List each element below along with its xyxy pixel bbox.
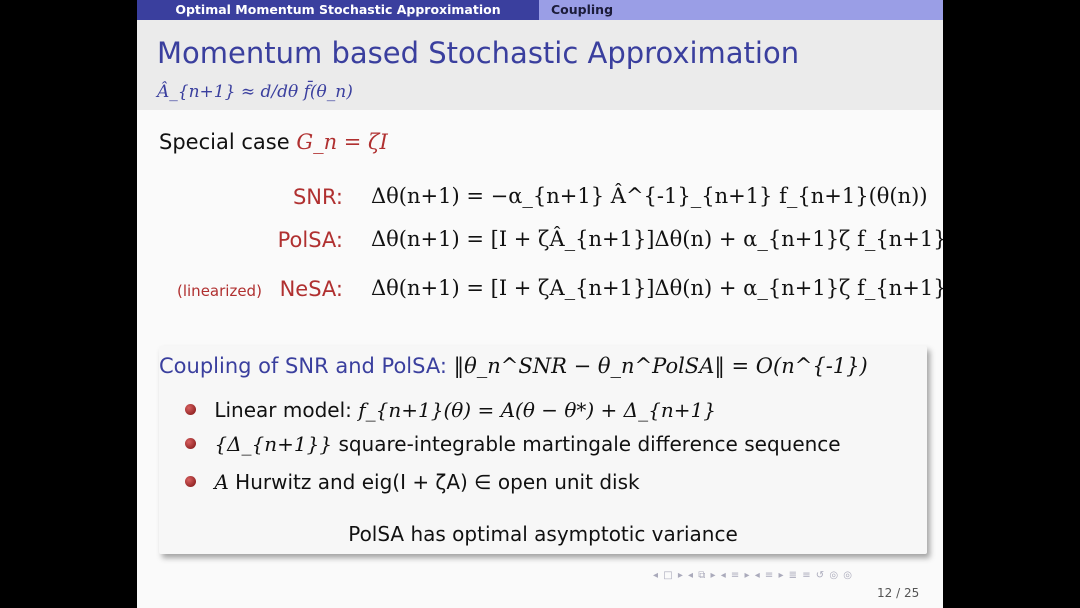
slide: Optimal Momentum Stochastic Approximatio…	[137, 0, 943, 608]
bullet-item: {Δ_{n+1}} square-integrable martingale d…	[185, 432, 841, 456]
block-title-text: Coupling of SNR and PolSA:	[159, 354, 447, 378]
beamer-navigation-icons[interactable]: ◂ □ ▸ ◂ ⧉ ▸ ◂ ≡ ▸ ◂ ≡ ▸ ≣ ≡ ↺ ◎ ◎	[653, 570, 853, 581]
slide-title: Momentum based Stochastic Approximation	[157, 36, 800, 70]
frame-title-bar: Momentum based Stochastic Approximation …	[137, 20, 943, 110]
equation-label-snr: SNR:	[292, 185, 343, 209]
equation-snr: SNR: Δθ(n+1) = −α_{n+1} Â^{-1}_{n+1} f_{…	[137, 184, 937, 219]
equation-body-snr: Δθ(n+1) = −α_{n+1} Â^{-1}_{n+1} f_{n+1}(…	[371, 184, 928, 208]
bullet-dot-icon	[185, 476, 196, 487]
equation-body-nesa: Δθ(n+1) = [I + ζA_{n+1}]Δθ(n) + α_{n+1}ζ…	[371, 276, 943, 300]
bullet-text: Hurwitz and eig(I + ζA) ∈ open unit disk	[235, 470, 640, 494]
equation-label-nesa: NeSA:	[279, 277, 343, 301]
section-navbar: Optimal Momentum Stochastic Approximatio…	[137, 0, 943, 20]
block-title-math: ‖θ_n^SNR − θ_n^PolSA‖ = O(n^{-1})	[453, 354, 868, 378]
equation-label-polsa: PolSA:	[277, 228, 343, 252]
nav-section-optimal-momentum[interactable]: Optimal Momentum Stochastic Approximatio…	[175, 2, 501, 17]
block-title: Coupling of SNR and PolSA: ‖θ_n^SNR − θ_…	[159, 354, 868, 378]
equation-nesa: (linearized) NeSA: Δθ(n+1) = [I + ζA_{n+…	[137, 276, 943, 311]
equation-prefix-linearized: (linearized)	[177, 282, 262, 300]
bullet-item: A Hurwitz and eig(I + ζA) ∈ open unit di…	[185, 470, 640, 494]
special-case-math: G_n = ζI	[296, 130, 388, 154]
bullet-math: A	[214, 470, 229, 494]
bullet-math: {Δ_{n+1}}	[214, 432, 333, 456]
slide-subtitle: Â_{n+1} ≈ d/dθ f̄(θ_n)	[157, 82, 353, 102]
bullet-dot-icon	[185, 404, 196, 415]
special-case-prefix: Special case	[159, 130, 290, 154]
nav-section-coupling[interactable]: Coupling	[539, 0, 943, 20]
bullet-text: square-integrable martingale difference …	[338, 432, 841, 456]
page-number: 12 / 25	[877, 586, 920, 600]
subtitle-text: Â_{n+1} ≈ d/dθ f̄(θ_n)	[157, 82, 353, 102]
coupling-block: Coupling of SNR and PolSA: ‖θ_n^SNR − θ_…	[159, 346, 927, 554]
equation-body-polsa: Δθ(n+1) = [I + ζÂ_{n+1}]Δθ(n) + α_{n+1}ζ…	[371, 227, 943, 251]
bullet-item: Linear model: f_{n+1}(θ) = A(θ − θ*) + Δ…	[185, 398, 716, 422]
bullet-math: f_{n+1}(θ) = A(θ − θ*) + Δ_{n+1}	[358, 398, 716, 422]
special-case-line: Special case G_n = ζI	[159, 130, 388, 154]
bullet-dot-icon	[185, 438, 196, 449]
bullet-text: Linear model:	[214, 398, 352, 422]
equation-polsa: PolSA: Δθ(n+1) = [I + ζÂ_{n+1}]Δθ(n) + α…	[137, 227, 943, 262]
block-closing-statement: PolSA has optimal asymptotic variance	[348, 522, 738, 546]
